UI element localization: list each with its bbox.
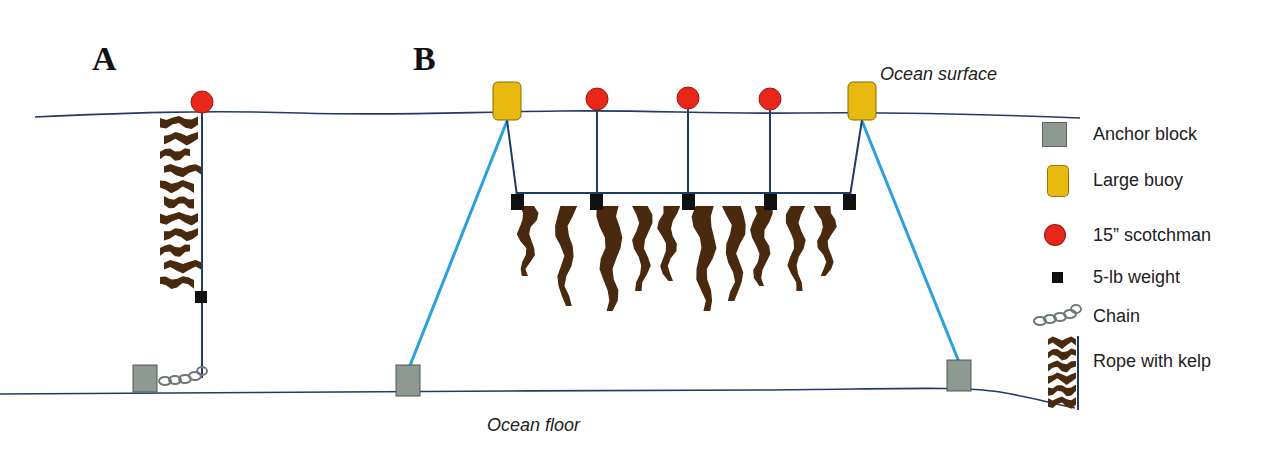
kelp-frond [1048,385,1076,397]
kelp-frond [1048,349,1076,361]
anchor-line [862,121,959,362]
longline-ropes [507,109,862,196]
ocean-surface-line [35,111,1080,118]
kelp-blade [555,206,577,306]
kelp-blade [657,206,680,281]
legend-swatch [1044,224,1066,246]
kelp-frond [160,116,198,129]
kelp-frond [164,196,194,208]
kelp-frond [160,244,190,257]
kelp-frond [164,260,202,273]
legend-text: Chain [1093,306,1140,327]
scotchman-buoy [677,87,699,109]
rope [201,112,203,378]
legend-swatch [1042,122,1067,147]
kelp-frond [164,132,198,146]
kelp-blade [750,206,773,286]
anchor-line [409,121,507,368]
kelp-frond [1048,361,1076,373]
kelp-blade [814,206,837,276]
rope-sample [1077,336,1079,410]
kelp-frond [160,180,194,193]
scotchman-buoy [759,88,781,110]
scotchman-buoy [586,88,608,110]
kelp-a [160,116,202,289]
anchor-block [396,365,420,396]
legend-swatch [1052,272,1063,283]
anchor-block [133,365,157,392]
kelp-blade [632,206,653,291]
weight [195,291,207,303]
floor-label: Ocean floor [487,415,580,436]
anchor-block [947,360,971,391]
legend-text: Large buoy [1093,170,1183,191]
weights [511,194,856,210]
kelp-b [517,206,837,311]
surface-label: Ocean surface [880,64,997,85]
panel-letter: A [92,40,117,78]
large-buoy [493,82,521,120]
scotchman-buoy [191,91,213,113]
kelp-frond [1048,337,1076,349]
kelp-blade [722,206,746,301]
legend-text: Anchor block [1093,124,1197,145]
kelp-sample [1048,337,1076,409]
ocean-floor-line [0,388,1075,408]
kelp-frond [160,212,198,225]
large-buoy [848,82,876,120]
kelp-frond [164,164,202,177]
kelp-frond [1048,397,1076,409]
kelp-blade [692,206,717,311]
kelp-blade [786,206,806,291]
legend-text: 15” scotchman [1093,225,1211,246]
chain-sample [1034,305,1081,325]
kelp-frond [160,148,190,161]
kelp-frond [1048,373,1076,386]
kelp-frond [164,228,198,241]
panel-letter: B [413,40,436,78]
kelp-blade [596,206,622,311]
kelp-frond [160,276,194,289]
legend-text: 5-lb weight [1093,267,1180,288]
kelp-blade [517,206,539,276]
legend-text: Rope with kelp [1093,351,1211,372]
chain [159,367,207,385]
legend-swatch [1047,165,1069,197]
